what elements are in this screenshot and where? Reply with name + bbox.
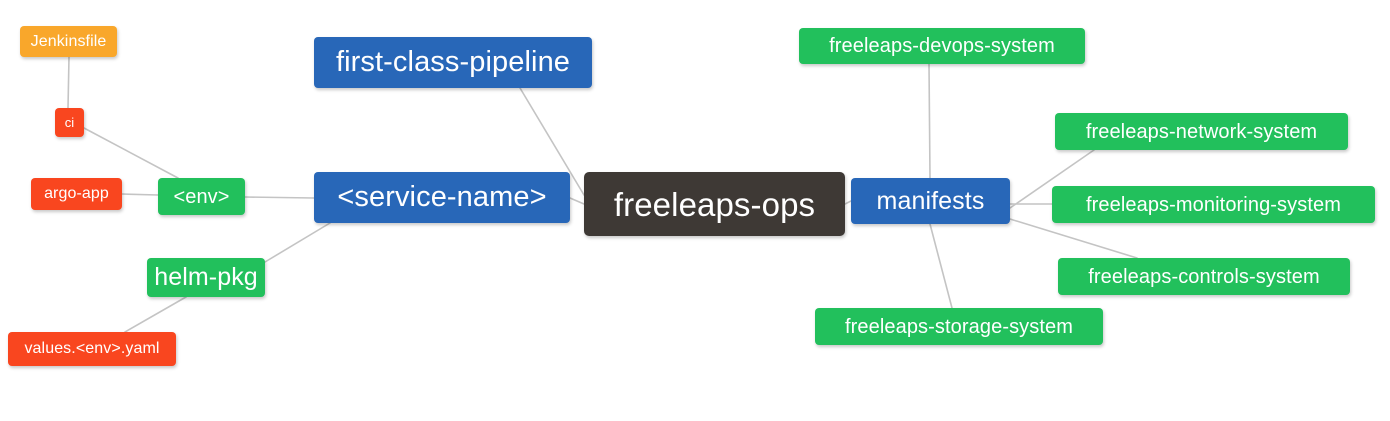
edge-ci-to-jenkinsfile: [67, 56, 70, 109]
mindmap-node-env[interactable]: <env>: [158, 178, 245, 215]
mindmap-node-manifests[interactable]: manifests: [851, 178, 1010, 224]
mindmap-node-label: manifests: [876, 186, 985, 215]
mindmap-node-label: <service-name>: [337, 181, 547, 213]
mindmap-node-first-class-pipeline[interactable]: first-class-pipeline: [314, 37, 592, 88]
mindmap-node-freeleaps-controls-system[interactable]: freeleaps-controls-system: [1058, 258, 1350, 295]
edge-env-to-argo-app: [121, 193, 159, 196]
mindmap-node-values-env-yaml[interactable]: values.<env>.yaml: [8, 332, 176, 366]
edge-freeleaps-ops-to-service-name: [569, 197, 585, 205]
edge-manifests-to-freeleaps-controls-system: [1009, 218, 1138, 259]
mindmap-node-label: freeleaps-monitoring-system: [1085, 193, 1341, 216]
mindmap-node-freeleaps-monitoring-system[interactable]: freeleaps-monitoring-system: [1052, 186, 1375, 223]
mindmap-node-ci[interactable]: ci: [55, 108, 84, 137]
edge-manifests-to-freeleaps-storage-system: [929, 223, 953, 309]
mindmap-node-service-name[interactable]: <service-name>: [314, 172, 570, 223]
mindmap-node-jenkinsfile[interactable]: Jenkinsfile: [20, 26, 117, 57]
mindmap-node-label: ci: [64, 115, 75, 130]
edge-helm-pkg-to-values-env-yaml: [124, 296, 187, 333]
mindmap-node-label: freeleaps-devops-system: [829, 35, 1055, 57]
mindmap-node-label: <env>: [173, 185, 230, 208]
mindmap-node-label: helm-pkg: [154, 263, 258, 291]
edge-env-to-ci: [83, 127, 179, 179]
mindmap-node-freeleaps-network-system[interactable]: freeleaps-network-system: [1055, 113, 1348, 150]
edge-service-name-to-env: [244, 196, 315, 199]
mindmap-node-label: first-class-pipeline: [335, 46, 571, 78]
mindmap-node-argo-app[interactable]: argo-app: [31, 178, 122, 210]
mindmap-node-label: freeleaps-controls-system: [1088, 265, 1320, 288]
mindmap-node-freeleaps-devops-system[interactable]: freeleaps-devops-system: [799, 28, 1085, 64]
mindmap-node-helm-pkg[interactable]: helm-pkg: [147, 258, 265, 297]
mindmap-node-label: freeleaps-storage-system: [844, 315, 1074, 338]
mindmap-node-label: Jenkinsfile: [30, 32, 107, 50]
mindmap-node-label: argo-app: [44, 185, 109, 202]
mindmap-node-label: freeleaps-ops: [613, 185, 816, 223]
edge-service-name-to-helm-pkg: [264, 222, 331, 263]
mindmap-node-freeleaps-storage-system[interactable]: freeleaps-storage-system: [815, 308, 1103, 345]
mindmap-node-freeleaps-ops[interactable]: freeleaps-ops: [584, 172, 845, 236]
mindmap-node-label: values.<env>.yaml: [24, 340, 160, 357]
mindmap-node-label: freeleaps-network-system: [1085, 120, 1318, 143]
edge-manifests-to-freeleaps-devops-system: [928, 63, 931, 179]
